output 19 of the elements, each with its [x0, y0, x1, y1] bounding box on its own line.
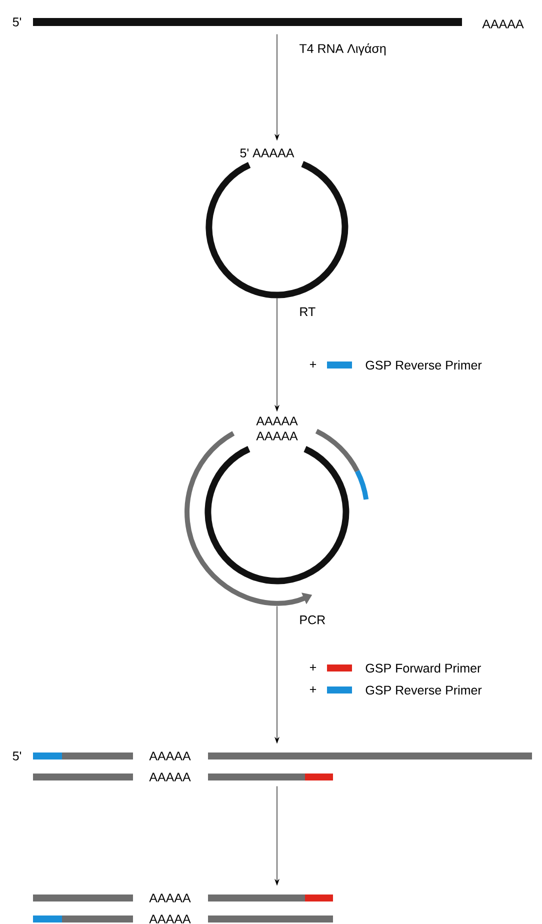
- poly-a-label: AAAAA: [149, 772, 191, 782]
- poly-a-label: AAAAA: [482, 20, 524, 28]
- poly-a-label: AAAAA: [256, 416, 298, 426]
- edge-label: T4 RNA Λιγάση: [299, 43, 386, 56]
- plus-sign: +: [310, 686, 316, 693]
- poly-a-label: AAAAA: [256, 432, 298, 440]
- poly-a-label: AAAAA: [149, 894, 191, 902]
- plus-sign: +: [310, 664, 316, 671]
- edge-label: PCR: [300, 615, 326, 624]
- poly-a-label: 5' AAAAA: [240, 148, 294, 158]
- poly-a-label: AAAAA: [149, 752, 191, 760]
- legend-label: GSP Reverse Primer: [366, 685, 482, 695]
- legend-label: GSP Forward Primer: [366, 663, 481, 673]
- end-label: 5': [12, 752, 22, 760]
- plus-sign: +: [310, 361, 316, 368]
- edge-label: RT: [300, 307, 316, 316]
- poly-a-label: AAAAA: [149, 914, 191, 924]
- end-label: 5': [12, 18, 22, 26]
- legend-label: GSP Reverse Primer: [366, 360, 482, 370]
